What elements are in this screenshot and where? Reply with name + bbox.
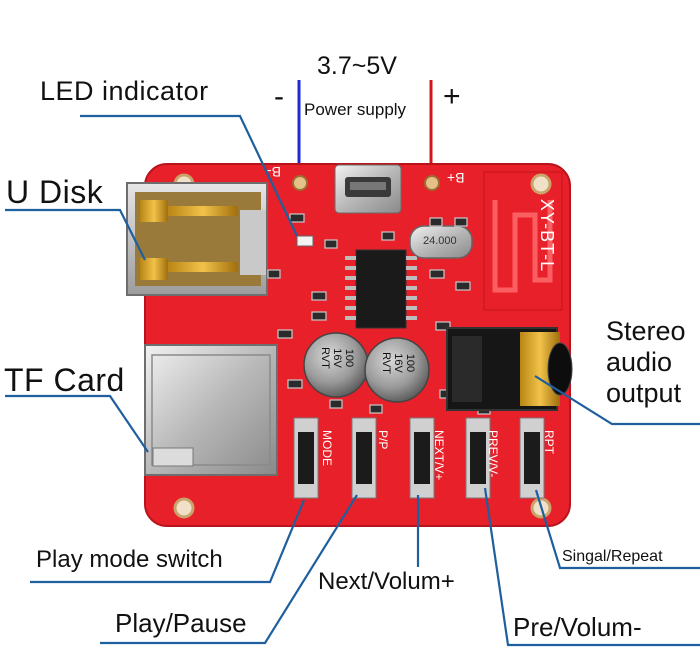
crystal-text: 24.000 <box>423 235 457 247</box>
button-prev <box>465 417 491 499</box>
button-repeat <box>519 417 545 499</box>
label-prev-volume: Pre/Volum- <box>513 612 642 642</box>
silk-model: XY-BT-L <box>537 198 558 273</box>
label-tf-card: TF Card <box>4 362 125 398</box>
main-chip <box>345 249 417 329</box>
cap-left-text: 100 16V RVT <box>319 347 355 369</box>
label-play-pause: Play/Pause <box>115 608 247 638</box>
button-mode <box>293 417 319 499</box>
label-u-disk: U Disk <box>6 174 104 210</box>
silk-button-label: P/P <box>376 430 390 450</box>
label-play-mode-switch: Play mode switch <box>36 546 223 573</box>
leader-stereo <box>534 375 700 426</box>
led <box>296 235 314 247</box>
button-play-pause <box>351 417 377 499</box>
label-single-repeat: Singal/Repeat <box>562 548 663 565</box>
power-supply-label: Power supply <box>304 100 407 119</box>
usb-a-port <box>126 182 268 296</box>
power-plus-sign: + <box>443 80 461 113</box>
tf-card-slot <box>144 344 278 476</box>
button-next <box>409 417 435 499</box>
label-led-indicator: LED indicator <box>40 76 209 106</box>
voltage-label: 3.7~5V <box>317 52 397 80</box>
silk-button-label: RPT <box>542 430 556 454</box>
leader-repeat <box>534 489 700 570</box>
silk-button-label: NEXT/V+ <box>432 430 446 481</box>
leader-lines <box>5 114 700 647</box>
antenna-trace <box>492 200 553 293</box>
silk-button-label: PREV/V- <box>486 430 500 478</box>
leader-mode <box>30 499 306 584</box>
capacitor-right <box>364 337 430 403</box>
label-next-volume: Next/Volum+ <box>318 568 455 595</box>
leader-led <box>80 114 298 237</box>
audio-jack <box>446 327 573 411</box>
silk-button-label: MODE <box>320 430 334 466</box>
label-stereo-output: Stereo audio output <box>606 316 686 408</box>
leader-udisk <box>5 208 146 261</box>
leader-tfcard <box>5 394 149 453</box>
tactile-buttons <box>293 417 545 499</box>
cap-right-text: 100 16V RVT <box>380 352 416 374</box>
leader-prev <box>483 487 700 647</box>
pad-b-plus <box>424 175 440 191</box>
pad-b-minus <box>292 175 308 191</box>
silk-b-plus: B+ <box>447 170 465 186</box>
silk-b-minus: B- <box>267 164 281 180</box>
micro-usb-port <box>334 164 402 214</box>
power-minus-sign: - <box>274 80 284 113</box>
leader-playpause <box>100 494 358 645</box>
